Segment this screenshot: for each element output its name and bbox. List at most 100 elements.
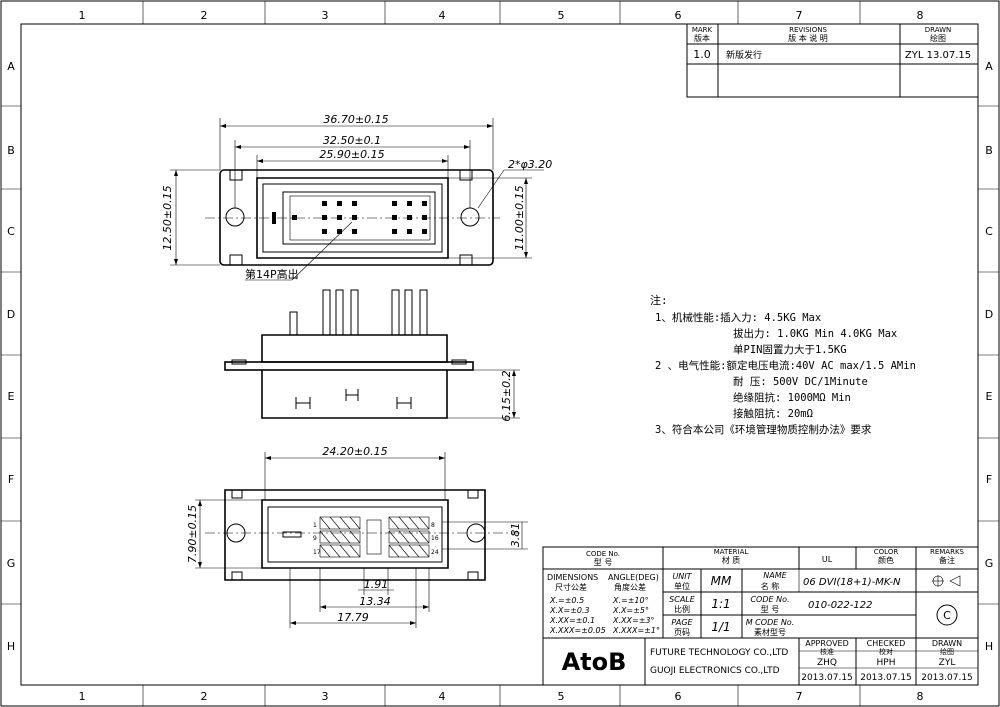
tb-company-2: GUOJI ELECTRONICS CO.,LTD <box>650 666 780 676</box>
tb-checked-cn: 校对 <box>879 647 893 656</box>
tb-drawn-cn: 绘图 <box>940 647 954 656</box>
tb-material-cn: 材 质 <box>722 555 741 565</box>
grid-col-7b: 7 <box>796 690 803 703</box>
tb-checked-en: CHECKED <box>867 639 906 648</box>
rev-revisions-en: REVISIONS <box>789 26 827 34</box>
tb-tol-ang-3: X.XXX=±1° <box>612 626 660 635</box>
grid-col-8b: 8 <box>917 690 924 703</box>
grid-col-5b: 5 <box>558 690 565 703</box>
note-line-8: 3、符合本公司《环境管理物质控制办法》要求 <box>655 423 872 436</box>
tb-scale-val: 1:1 <box>711 597 730 611</box>
pin-9: 9 <box>313 535 317 542</box>
dim-c: 17.79 <box>337 611 369 624</box>
tb-name-cn: 名 称 <box>761 581 780 591</box>
top-pins <box>272 201 427 234</box>
tb-ul: UL <box>822 555 833 564</box>
dim-holes: 32.50±0.1 <box>323 134 381 147</box>
grid-row-e: E <box>8 390 15 403</box>
tb-tol-ang-0: X.=±10° <box>612 596 649 605</box>
right-mount-hole <box>460 207 480 227</box>
tb-code-en: CODE No. <box>750 595 789 604</box>
dim-bottom-right: 3.81 <box>509 523 522 548</box>
grid-row-labels: A B C D E F G H A B C D E F G H <box>7 60 994 653</box>
tb-drawn-en: DRAWN <box>932 639 962 648</box>
dim-hole-dia: 2*φ3.20 <box>508 158 552 171</box>
dim-inner-height: 11.00±0.15 <box>513 185 526 250</box>
grid-col-3b: 3 <box>322 690 329 703</box>
grid-row-b-r: B <box>985 144 993 157</box>
side-view: 6.15±0.2 <box>224 289 520 422</box>
grid-col-6b: 6 <box>675 690 682 703</box>
tb-tol-dim-1: X.X=±0.3 <box>549 606 590 615</box>
tb-scale-en: SCALE <box>669 595 696 604</box>
tb-tol-ang-2: X.XX=±3° <box>612 616 654 625</box>
grid-row-f: F <box>8 473 14 486</box>
tb-approved-by: ZHQ <box>817 658 837 668</box>
note-line-6: 绝缘阻抗: 1000MΩ Min <box>733 391 851 404</box>
rev-drawn-en: DRAWN <box>925 26 952 34</box>
grid-row-h-r: H <box>985 640 993 653</box>
revisions-table: MARK 版本 REVISIONS 版 本 说 明 DRAWN 绘图 1.0 新… <box>686 23 979 98</box>
pin-1: 1 <box>313 522 317 529</box>
tb-checked-by: HPH <box>877 658 896 668</box>
rev-row-mark: 1.0 <box>693 48 711 61</box>
tb-tol-dim-3: X.XXX=±0.05 <box>549 626 606 635</box>
grid-row-b: B <box>7 144 15 157</box>
grid-col-2: 2 <box>201 9 208 22</box>
rev-revisions-cn: 版 本 说 明 <box>788 33 828 43</box>
dim-bottom-height: 7.90±0.15 <box>186 505 199 563</box>
dim-overall: 36.70±0.15 <box>323 113 388 126</box>
title-block: CODE No. 型 号 MATERIAL 材 质 UL COLOR 颜色 RE… <box>542 546 979 686</box>
grid-row-a: A <box>7 60 15 73</box>
pin-8: 8 <box>431 522 435 529</box>
tb-revision-symbol: C <box>943 609 951 622</box>
tb-page-val: 1/1 <box>711 620 730 634</box>
pin-24: 24 <box>431 549 439 556</box>
note-line-3: 单PIN固置力大于1.5KG <box>733 343 847 356</box>
tb-checked-date: 2013.07.15 <box>860 673 912 683</box>
tb-scale-cn: 比例 <box>674 604 690 614</box>
tb-drawn-date: 2013.07.15 <box>921 673 973 683</box>
tb-color-en: COLOR <box>874 548 899 556</box>
tb-company-1: FUTURE TECHNOLOGY CO.,LTD <box>650 648 788 658</box>
tb-remarks-cn: 备注 <box>939 555 955 565</box>
grid-col-5: 5 <box>558 9 565 22</box>
tb-name-val: 06 DVI(18+1)-MK-N <box>803 577 901 588</box>
dim-b: 13.34 <box>359 595 391 608</box>
tb-dimensions-cn: 尺寸公差 <box>555 582 587 592</box>
top-view: 36.70±0.15 32.50±0.1 25.90±0.15 12.50±0.… <box>161 113 552 281</box>
inner-frame <box>20 23 979 686</box>
bottom-contacts <box>319 516 430 558</box>
tb-approved-cn: 核准 <box>820 647 834 656</box>
grid-col-1b: 1 <box>79 690 86 703</box>
grid-row-g: G <box>7 557 16 570</box>
tb-page-en: PAGE <box>671 618 693 627</box>
tb-remarks-en: REMARKS <box>930 548 965 556</box>
grid-col-8: 8 <box>917 9 924 22</box>
tb-tol-ang-1: X.X=±5° <box>612 606 649 615</box>
rev-mark-en: MARK <box>692 26 713 34</box>
grid-col-2b: 2 <box>201 690 208 703</box>
callout-14p: 第14P高出 <box>245 267 299 281</box>
note-line-2: 拔出力: 1.0KG Min 4.0KG Max <box>733 327 897 340</box>
company-logo: AtoB <box>562 648 627 676</box>
grid-row-f-r: F <box>986 473 992 486</box>
tb-drawn-by: ZYL <box>939 658 956 668</box>
tb-angle-en: ANGLE(DEG) <box>608 573 659 582</box>
tb-unit-cn: 单位 <box>674 581 690 591</box>
notes-title: 注: <box>650 293 668 307</box>
tb-code-cn: 型 号 <box>761 605 780 614</box>
pin-16: 16 <box>431 535 439 542</box>
left-mount-hole <box>225 207 245 227</box>
note-line-4: 2 、电气性能:额定电压电流:40V AC max/1.5 AMin <box>655 359 916 372</box>
tb-code-no-en: CODE No. <box>586 550 620 558</box>
grid-row-c: C <box>7 225 15 238</box>
tb-unit-en: UNIT <box>672 572 692 581</box>
tb-tol-dim-2: X.XX=±0.1 <box>549 616 595 625</box>
tb-tol-dim-0: X.=±0.5 <box>549 596 584 605</box>
rev-row-desc: 新版发行 <box>726 49 762 61</box>
tb-dimensions-en: DIMENSIONS <box>547 573 598 582</box>
grid-col-4: 4 <box>439 9 446 22</box>
